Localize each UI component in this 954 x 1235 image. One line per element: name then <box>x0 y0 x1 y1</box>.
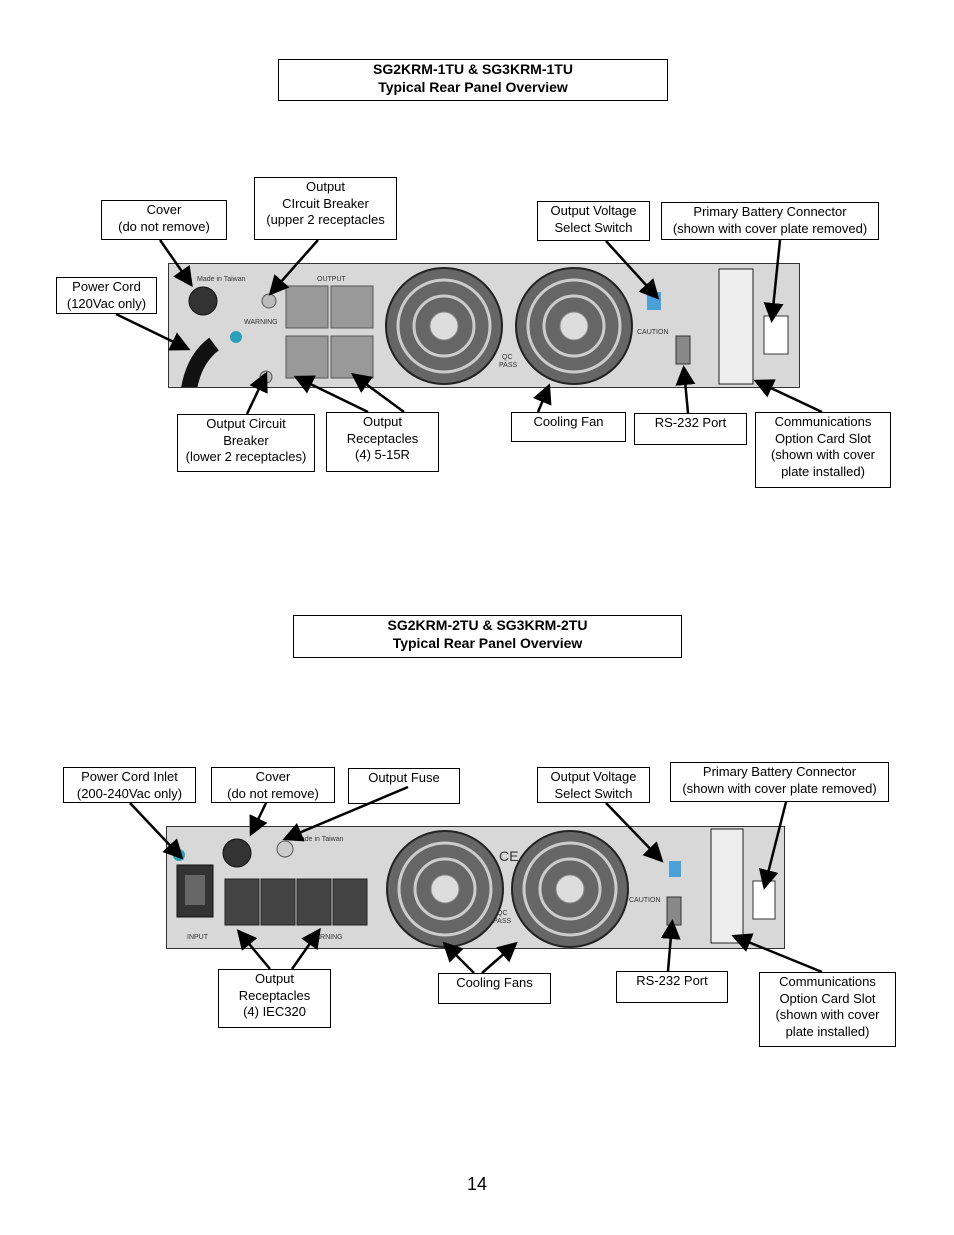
rear-panel-1tu-drawing: Made in Taiwan OUTPUT WARNING QC PASS CA… <box>169 264 799 387</box>
arrow-fans-b-2tu <box>481 941 518 974</box>
panel2-ce-text: CE <box>499 848 518 864</box>
label-output-voltage-1tu: Output Voltage Select Switch <box>537 201 650 241</box>
page-number: 14 <box>466 1174 488 1194</box>
label-rs232-2tu: RS-232 Port <box>616 971 728 1003</box>
label-comm-slot-1tu: Communications Option Card Slot (shown w… <box>755 412 891 488</box>
panel2-qc-text: QC <box>497 910 508 917</box>
label-power-cord-1tu: Power Cord (120Vac only) <box>56 277 157 314</box>
label-output-fuse-2tu: Output Fuse <box>348 768 460 804</box>
arrow-fan-1tu <box>533 383 552 413</box>
panel2-input-text: INPUT <box>187 934 209 941</box>
rear-panel-2tu-drawing: Made in Taiwan INPUT WARNING QC PASS CAU… <box>167 827 784 948</box>
panel1-made-text: Made in Taiwan <box>197 276 246 283</box>
label-output-cb-upper-1tu: Output CIrcuit Breaker (upper 2 receptac… <box>254 177 397 240</box>
panel1-qc-text: QC <box>502 354 513 361</box>
section1-title: SG2KRM-1TU & SG3KRM-1TU Typical Rear Pan… <box>278 59 668 101</box>
label-output-voltage-2tu: Output Voltage Select Switch <box>537 767 650 803</box>
label-cooling-fans-2tu: Cooling Fans <box>438 973 551 1004</box>
arrow-fans-a-2tu <box>442 941 475 974</box>
label-output-cb-lower-1tu: Output Circuit Breaker (lower 2 receptac… <box>177 414 315 472</box>
panel1-pass-text: PASS <box>499 362 517 369</box>
rear-panel-1tu-photo: Made in Taiwan OUTPUT WARNING QC PASS CA… <box>168 263 800 388</box>
label-output-receptacles-1tu: Output Receptacles (4) 5-15R <box>326 412 439 472</box>
label-rs232-1tu: RS-232 Port <box>634 413 747 445</box>
panel2-made-text: Made in Taiwan <box>295 836 344 843</box>
label-battery-2tu: Primary Battery Connector (shown with co… <box>670 762 889 802</box>
label-comm-slot-2tu: Communications Option Card Slot (shown w… <box>759 972 896 1047</box>
label-power-inlet-2tu: Power Cord Inlet (200-240Vac only) <box>63 767 196 803</box>
panel2-warning-text: WARNING <box>309 934 343 941</box>
panel1-caution-text: CAUTION <box>637 329 669 336</box>
label-battery-1tu: Primary Battery Connector (shown with co… <box>661 202 879 240</box>
panel2-caution-text: CAUTION <box>629 897 661 904</box>
label-output-receptacles-2tu: Output Receptacles (4) IEC320 <box>218 969 331 1028</box>
panel1-output-text: OUTPUT <box>317 276 347 283</box>
label-cover-2tu: Cover (do not remove) <box>211 767 335 803</box>
panel2-pass-text: PASS <box>493 918 511 925</box>
section2-title: SG2KRM-2TU & SG3KRM-2TU Typical Rear Pan… <box>293 615 682 658</box>
rear-panel-2tu-photo: Made in Taiwan INPUT WARNING QC PASS CAU… <box>166 826 785 949</box>
panel1-warning-text: WARNING <box>244 319 278 326</box>
label-cover-1tu: Cover (do not remove) <box>101 200 227 240</box>
label-cooling-fan-1tu: Cooling Fan <box>511 412 626 442</box>
